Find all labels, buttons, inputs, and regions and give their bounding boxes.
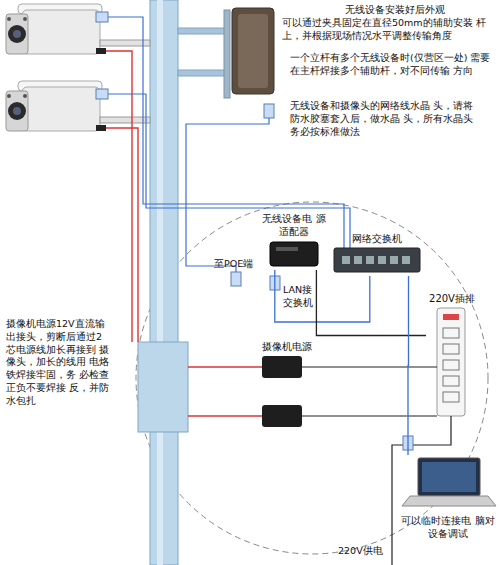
aux-arm [178, 28, 228, 34]
device-node: 可以临时连接电 脑对设备调试 [398, 455, 498, 540]
laptop-screen [418, 458, 480, 496]
device-node: 网络交换机 [332, 232, 422, 276]
dc-jack [96, 125, 106, 131]
wireless-panel [232, 8, 274, 94]
camera-face [6, 14, 28, 54]
strip-switch [443, 314, 459, 320]
note-label: 可以通过夹具固定在直径50mm的辅助安装 杆上，并根据现场情况水平调整传输角度 [282, 17, 494, 43]
switch-port [378, 256, 386, 264]
adapter-detail [276, 247, 298, 251]
note-label: 至POE端 [214, 258, 258, 271]
camera-face [6, 91, 28, 131]
camera-led [23, 17, 27, 21]
device-node: 无线设备电 源适配器 [262, 212, 326, 270]
note-label: 摄像机电源12V直流输 出接头，剪断后通过2 芯电源线加长再接到 摄像头，加长的… [6, 318, 114, 408]
device-label: 可以临时连接电 脑对设备调试 [398, 514, 498, 540]
strip-socket [443, 360, 459, 370]
camera-lens [8, 25, 26, 43]
note-label: 无线设备安装好后外观 [300, 3, 490, 17]
poe-adapter [270, 242, 318, 266]
power-cord [302, 366, 437, 367]
camera-body [22, 10, 100, 54]
cable-connector [275, 270, 370, 322]
pole-highlight [157, 0, 163, 565]
switch-port [390, 256, 398, 264]
camera-led [7, 17, 11, 21]
switch-port [402, 256, 410, 264]
camera-lens [13, 30, 21, 38]
laptop-display [422, 462, 476, 492]
camera-lens [13, 107, 21, 115]
camera-led [23, 94, 27, 98]
rj45-head [96, 12, 108, 22]
cable-connector [316, 270, 426, 336]
note-label: 无线设备和摄像头的网络线水晶 头，请将防水胶塞套入后，做水晶 头，所有水晶头务必… [290, 100, 475, 138]
rj45-head [264, 104, 274, 118]
main-pole [150, 0, 178, 565]
note-label: 一个立杆有多个无线设备时(仅营区一处) 需要在主杆焊接多个辅助杆，对不同传输 方… [290, 52, 495, 78]
aux-pole [224, 10, 230, 98]
rj45-head [231, 272, 241, 286]
power-wire [188, 415, 262, 416]
camera-body [22, 87, 100, 131]
network-switch [334, 248, 420, 272]
strip-socket [443, 328, 459, 338]
cable-connector [407, 276, 409, 455]
strip-socket [443, 392, 459, 402]
camera-power-brick [262, 405, 302, 427]
note-label: 220V供电 [338, 545, 390, 558]
laptop-base [402, 496, 496, 506]
strip-socket [443, 376, 459, 386]
rj45-head [96, 89, 108, 99]
rj45-head [270, 276, 280, 290]
power-cord [302, 415, 437, 416]
network-cable [186, 118, 269, 272]
wireless-panel-face [238, 14, 268, 88]
aux-arm [178, 70, 228, 76]
strip-socket [443, 344, 459, 354]
note-label: 摄像机电源 [262, 341, 322, 354]
switch-port [366, 256, 374, 264]
device-node: 220V插排 [426, 292, 478, 420]
switch-port [354, 256, 362, 264]
switch-port [342, 256, 350, 264]
power-wire [188, 366, 262, 367]
dc-jack [96, 48, 106, 54]
power-strip [437, 308, 465, 416]
camera-lens [8, 102, 26, 120]
device-label: 无线设备电 源适配器 [262, 212, 326, 238]
junction-box [138, 342, 188, 432]
device-label: 网络交换机 [352, 232, 402, 245]
power-wire [106, 128, 138, 342]
rj45-head [403, 436, 413, 450]
camera-led [7, 94, 11, 98]
camera-power-brick [262, 356, 302, 378]
power-wire [106, 51, 132, 342]
note-label: LAN接 交换机 [283, 284, 314, 310]
device-label: 220V插排 [429, 292, 475, 305]
